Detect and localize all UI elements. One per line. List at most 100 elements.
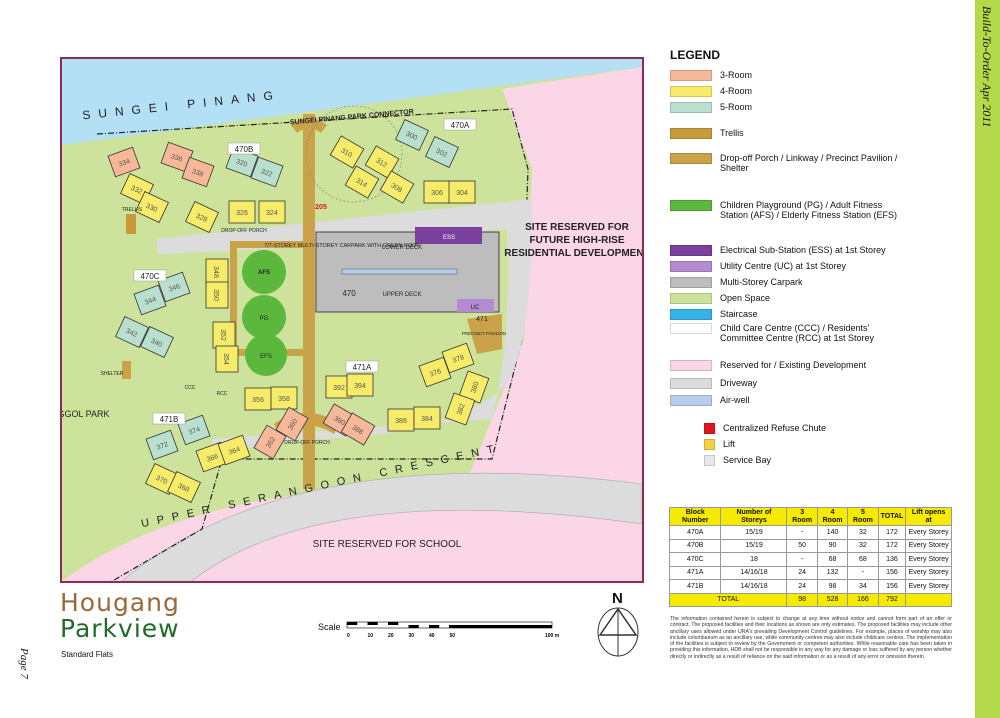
unit-number: 344: [144, 296, 157, 307]
block-label: 470C: [140, 272, 159, 281]
map-label: TRELLIS: [122, 207, 143, 213]
unit-number: 390: [332, 415, 346, 427]
map-label: RCC: [217, 391, 228, 397]
legend-label: Reserved for / Existing Development: [720, 360, 867, 370]
scale-tick: 30: [409, 633, 415, 639]
pavilion: [467, 314, 502, 354]
table-cell: 24: [786, 565, 818, 580]
map-label: DROP-OFF PORCH: [221, 228, 267, 234]
legend-swatch: [670, 360, 712, 371]
table-cell: 156: [877, 579, 907, 594]
legend-swatch: [704, 439, 715, 450]
map-label: 470: [342, 289, 356, 298]
unit-stack: 348: [205, 258, 229, 286]
table-header: 5 Room: [847, 507, 879, 526]
table-cell: Every Storey: [905, 565, 952, 580]
table-header: TOTAL: [877, 507, 907, 526]
table-cell: Every Storey: [905, 579, 952, 594]
map-label: 471: [476, 316, 488, 323]
block-label: 470A: [451, 121, 470, 130]
scale-segment: [388, 622, 399, 625]
table-header: 4 Room: [816, 507, 849, 526]
legend-swatch: [670, 128, 712, 139]
table-header: Lift opens at: [905, 507, 952, 526]
unit-stack: 382: [444, 392, 476, 426]
legend-item: Multi-Storey Carpark: [670, 277, 803, 288]
legend-label: 5-Room: [720, 102, 753, 112]
legend-item: Lift: [670, 439, 735, 450]
unit-number: 306: [431, 190, 443, 197]
legend-label: Centralized Refuse Chute: [723, 423, 827, 433]
table-cell: 470C: [668, 552, 722, 567]
scale-tick: 0: [347, 633, 350, 639]
linkway-arc: [290, 118, 328, 134]
legend-item: 5-Room: [670, 102, 752, 113]
scale-tick: 100 m: [545, 633, 560, 639]
table-cell: 471A: [668, 565, 722, 580]
map-label: PUNGGOL PARK: [62, 409, 110, 419]
legend-label: 3-Room: [720, 70, 753, 80]
unit-number: 350: [212, 289, 219, 301]
legend-label: Utility Centre (UC) at 1st Storey: [720, 261, 847, 271]
unit-number: 336: [170, 153, 183, 164]
legend-item: Electrical Sub-Station (ESS) at 1st Stor…: [670, 245, 886, 256]
disclaimer: The information contained herein is subj…: [670, 616, 952, 660]
legend-swatch: [670, 245, 712, 256]
unit-number: 388: [350, 424, 364, 436]
scale-segment: [367, 622, 378, 625]
table-cell: 166: [847, 592, 879, 607]
unit-number: 360: [287, 418, 299, 432]
unit-number: 366: [206, 453, 219, 464]
map-label: PRECINCT PAVILION: [462, 331, 506, 336]
legend-item: Driveway: [670, 378, 757, 389]
unit-number: 300: [405, 131, 419, 142]
table-cell: 172: [877, 525, 907, 540]
legend-item: Child Care Centre (CCC) / Residents' Com…: [670, 323, 900, 343]
unit-number: 314: [354, 177, 368, 189]
table-cell: 98: [816, 579, 849, 594]
unit-number: 338: [191, 168, 204, 179]
legend-item: 4-Room: [670, 86, 752, 97]
legend-swatch: [670, 200, 712, 211]
map-label: AFS: [258, 270, 270, 276]
legend-swatch: [670, 378, 712, 389]
unit-stack: 360: [275, 406, 309, 442]
legend-label: Service Bay: [723, 455, 772, 465]
table-header: 3 Room: [786, 507, 818, 526]
unit-number: 382: [456, 403, 467, 416]
block-label: 470B: [235, 145, 254, 154]
legend-swatch: [704, 455, 715, 466]
scale-segment: [408, 625, 419, 628]
table-cell: 156: [877, 565, 907, 580]
unit-stack: 368: [167, 471, 201, 503]
map-label: DROP-OFF PORCH: [284, 440, 330, 446]
legend-item: Reserved for / Existing Development: [670, 360, 866, 371]
pg: [242, 295, 286, 339]
legend-label: Staircase: [720, 309, 758, 319]
table-cell: 15/19: [720, 538, 788, 553]
north-label: N: [612, 590, 623, 607]
table-cell: Every Storey: [905, 538, 952, 553]
unit-stack: 334: [107, 146, 141, 178]
unit-number: 342: [125, 328, 139, 339]
scale-tick: 10: [368, 633, 374, 639]
unit-stack: 344: [133, 284, 167, 316]
table-cell: 18: [720, 552, 788, 567]
block-label: 471A: [353, 363, 372, 372]
map-label: UC: [471, 305, 480, 311]
unit-stack: 330: [135, 191, 169, 223]
map-label: 205: [315, 204, 327, 211]
map-label: SHELTER: [101, 371, 124, 377]
legend-swatch: [704, 423, 715, 434]
legend-item: Utility Centre (UC) at 1st Storey: [670, 261, 846, 272]
ess: [415, 227, 482, 244]
legend-label: Lift: [723, 439, 736, 449]
legend-item: Centralized Refuse Chute: [670, 423, 826, 434]
legend-label: Children Playground (PG) / Adult Fitness…: [720, 200, 898, 220]
unit-stack: 394: [346, 373, 374, 397]
river: [62, 59, 642, 145]
